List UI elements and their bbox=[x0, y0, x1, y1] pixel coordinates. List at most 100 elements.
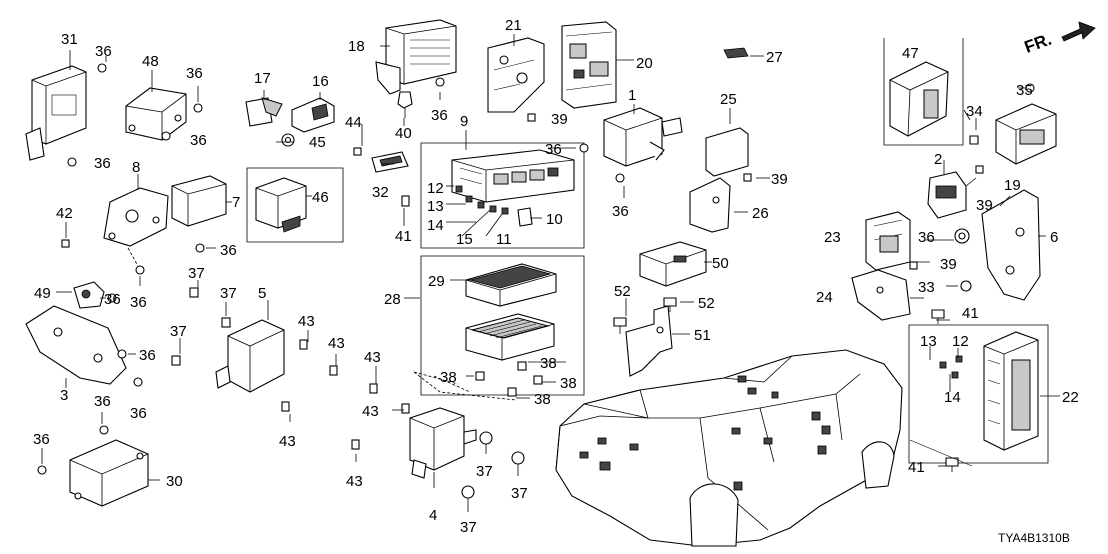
clips-38 bbox=[475, 361, 543, 397]
clips-37 bbox=[171, 287, 525, 499]
callout-37: 37 bbox=[220, 285, 237, 302]
callout-37: 37 bbox=[476, 463, 493, 480]
group-box-28 bbox=[420, 255, 585, 396]
part-45-clip bbox=[281, 133, 295, 147]
callout-36: 36 bbox=[545, 141, 562, 158]
callout-45: 45 bbox=[309, 134, 326, 151]
callout-38: 38 bbox=[560, 375, 577, 392]
callout-20: 20 bbox=[636, 55, 653, 72]
part-27-connector bbox=[723, 47, 749, 59]
callout-31: 31 bbox=[61, 31, 78, 48]
nut-36-large bbox=[954, 228, 970, 244]
part-25-panel bbox=[705, 127, 749, 177]
group-box-9 bbox=[420, 142, 585, 249]
part-19-bracket bbox=[995, 103, 1057, 165]
part-3-bracket bbox=[25, 305, 127, 385]
group-box-22 bbox=[908, 324, 1049, 464]
callout-10: 10 bbox=[546, 211, 563, 228]
callout-43: 43 bbox=[364, 349, 381, 366]
callout-39: 39 bbox=[771, 171, 788, 188]
callout-36: 36 bbox=[130, 405, 147, 422]
callout-28: 28 bbox=[384, 291, 401, 308]
bolts-52 bbox=[613, 297, 677, 334]
callout-12: 12 bbox=[952, 333, 969, 350]
callout-51: 51 bbox=[694, 327, 711, 344]
callout-41: 41 bbox=[908, 459, 925, 476]
callout-5: 5 bbox=[258, 285, 266, 302]
part-47-unit bbox=[889, 61, 949, 137]
diagram-code: TYA4B1310B bbox=[998, 531, 1070, 545]
callout-44: 44 bbox=[345, 114, 362, 131]
callout-21: 21 bbox=[505, 17, 522, 34]
bolts-small bbox=[61, 113, 984, 450]
callout-25: 25 bbox=[720, 91, 737, 108]
part-21-bracket bbox=[487, 37, 545, 113]
part-5-unit bbox=[215, 319, 285, 393]
part-31-control-unit bbox=[25, 65, 87, 161]
nuts-36 bbox=[37, 63, 625, 475]
callout-33: 33 bbox=[918, 279, 935, 296]
callout-43: 43 bbox=[328, 335, 345, 352]
callout-14: 14 bbox=[427, 217, 444, 234]
part-49-sensor bbox=[73, 281, 105, 309]
group-box-47 bbox=[883, 38, 964, 146]
callout-11: 11 bbox=[496, 231, 512, 248]
callout-35: 35 bbox=[1016, 82, 1033, 99]
part-40-bolt bbox=[397, 91, 413, 118]
callout-36: 36 bbox=[186, 65, 203, 82]
callout-36: 36 bbox=[431, 107, 448, 124]
part-7-module bbox=[171, 175, 227, 227]
part-10-relay bbox=[517, 207, 533, 227]
part-20-plate bbox=[561, 21, 617, 109]
callout-52: 52 bbox=[698, 295, 715, 312]
part-4-unit bbox=[409, 407, 477, 479]
part-1-unit bbox=[603, 107, 683, 167]
callout-49: 49 bbox=[34, 285, 51, 302]
fuses-in-box-9 bbox=[455, 185, 509, 215]
callout-16: 16 bbox=[312, 73, 329, 90]
part-6-bracket bbox=[981, 189, 1041, 301]
callout-37: 37 bbox=[170, 323, 187, 340]
part-46-unit bbox=[255, 177, 307, 233]
callout-52: 52 bbox=[614, 283, 631, 300]
part-2-unit bbox=[927, 171, 967, 219]
callout-36: 36 bbox=[139, 347, 156, 364]
callout-36: 36 bbox=[220, 242, 237, 259]
callout-2: 2 bbox=[934, 151, 942, 168]
callout-36: 36 bbox=[104, 291, 121, 308]
part-23-unit bbox=[865, 211, 911, 271]
callout-6: 6 bbox=[1050, 229, 1058, 246]
callout-8: 8 bbox=[132, 159, 140, 176]
callout-29: 29 bbox=[428, 273, 445, 290]
callout-39: 39 bbox=[551, 111, 568, 128]
callout-37: 37 bbox=[511, 485, 528, 502]
callout-50: 50 bbox=[712, 255, 729, 272]
part-29-module bbox=[465, 263, 557, 307]
part-22-module bbox=[983, 331, 1039, 451]
dashed-links bbox=[127, 247, 973, 467]
callout-37: 37 bbox=[188, 265, 205, 282]
part-51-bracket bbox=[625, 305, 673, 377]
callout-47: 47 bbox=[902, 45, 919, 62]
callout-36: 36 bbox=[33, 431, 50, 448]
callout-36: 36 bbox=[130, 294, 147, 311]
callout-17: 17 bbox=[254, 70, 271, 87]
part-8-bracket bbox=[103, 187, 169, 247]
callout-43: 43 bbox=[279, 433, 296, 450]
callout-1: 1 bbox=[628, 87, 636, 104]
callout-26: 26 bbox=[752, 205, 769, 222]
callout-9: 9 bbox=[460, 113, 468, 130]
callout-32: 32 bbox=[372, 184, 389, 201]
vehicle-outline bbox=[555, 349, 903, 547]
part-30-unit bbox=[69, 439, 149, 507]
callout-14: 14 bbox=[944, 389, 961, 406]
callout-13: 13 bbox=[920, 333, 937, 350]
callout-39: 39 bbox=[940, 256, 957, 273]
callout-24: 24 bbox=[816, 289, 833, 306]
callout-42: 42 bbox=[56, 205, 73, 222]
part-28-tray bbox=[465, 313, 555, 361]
callout-43: 43 bbox=[362, 403, 379, 420]
part-24-bracket bbox=[851, 269, 911, 321]
callout-38: 38 bbox=[534, 391, 551, 408]
